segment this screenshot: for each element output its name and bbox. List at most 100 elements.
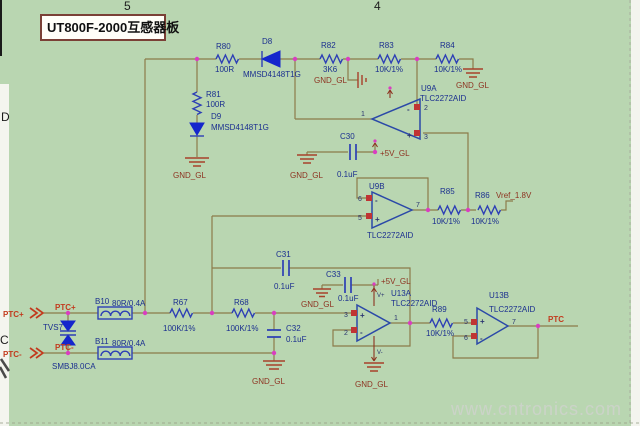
resistor-r80 [215, 53, 240, 65]
u9a-vminus-arrow [372, 142, 378, 148]
u9a-pin3-label: 3 [424, 134, 428, 141]
u9a-value-label: TLC2272AID [420, 94, 466, 103]
resistor-r82 [319, 53, 344, 65]
u13b-pin7-label: 7 [512, 319, 516, 326]
tvs-diode-tvs7 [60, 320, 76, 346]
u13a-plus-mark: + [360, 311, 365, 320]
vref-label: Vref_1.8V [496, 191, 532, 200]
ptc-plus-connector-label: PTC+ [3, 310, 24, 319]
u9b-value-label: TLC2272AID [367, 231, 413, 240]
u9b-minus-mark: - [375, 196, 378, 205]
r84-value-label: 10K/1% [434, 65, 462, 74]
resistor-r85 [437, 204, 462, 216]
u9b-plus-mark: + [375, 215, 380, 224]
opamp-u13b [476, 306, 510, 346]
p5v-label-bottom: +5V_GL [381, 277, 411, 286]
ptc-plus-connector-chevrons [29, 307, 45, 319]
gnd-symbol-c33 [313, 288, 331, 298]
ptc-minus-connector-label: PTC- [3, 350, 22, 359]
u9a-ref-label: U9A [421, 84, 437, 93]
title-block: UT800F-2000互感器板 [40, 14, 180, 41]
tvs7-value-label: SMBJ8.0CA [52, 362, 96, 371]
gnd-symbol-r83-junction [357, 72, 367, 88]
u13b-pin5-label: 5 [464, 319, 468, 326]
r82-ref-label: R82 [321, 41, 336, 50]
bottom-left-smudge [0, 358, 11, 379]
r85-ref-label: R85 [440, 187, 455, 196]
c30-ref-label: C30 [340, 132, 355, 141]
u9a-minus-mark: - [407, 105, 410, 114]
opamps [351, 97, 510, 346]
b11-ref-label: B11 [95, 337, 109, 346]
gnd-symbol-r84 [463, 68, 483, 78]
u13a-vminus-arrow [371, 336, 377, 362]
u13a-pin3-label: 3 [344, 312, 348, 319]
gnd-symbol-d9 [185, 157, 209, 167]
diode-d9 [189, 122, 205, 137]
r82-value-label: 3K6 [323, 65, 338, 74]
u13a-vminus-label: V- [377, 350, 383, 356]
diodes [60, 50, 281, 346]
d9-value-label: MMSD4148T1G [211, 123, 269, 132]
gnd-label-c32: GND_GL [252, 377, 285, 386]
capacitors [267, 144, 357, 338]
u13a-vplus-label: V+ [377, 293, 385, 299]
top-left-edge-mark [0, 0, 2, 56]
u13a-pin2-label: 2 [344, 330, 348, 337]
opamp-u9a [370, 97, 421, 141]
b10-ref-label: B10 [95, 297, 110, 306]
r67-ref-label: R67 [173, 298, 188, 307]
title-box [40, 14, 166, 41]
opamp-u13a [356, 303, 392, 343]
capacitor-c32 [267, 329, 281, 338]
u13b-minus-mark: - [480, 334, 483, 343]
grid-row-d: D [1, 110, 10, 124]
pin-labels: 2 3 1 - + 6 5 7 - + 3 2 1 + - 5 6 7 + - … [344, 105, 516, 356]
grid-row-c: C [0, 333, 9, 347]
bead-b10 [97, 306, 133, 320]
gnd-symbol-u13a [364, 362, 384, 372]
r83-ref-label: R83 [379, 41, 394, 50]
r86-ref-label: R86 [475, 191, 490, 200]
c33-value-label: 0.1uF [338, 294, 359, 303]
d9-ref-label: D9 [211, 112, 222, 121]
diode-d8 [260, 50, 281, 68]
right-margin-strip [631, 0, 640, 426]
r89-ref-label: R89 [432, 305, 447, 314]
power-pins [371, 89, 393, 362]
b11-value-label: 80R/0.4A [112, 339, 146, 348]
gnd-symbol-c30 [297, 154, 317, 164]
u13a-vplus-arrow [371, 285, 377, 306]
ground-symbols [185, 68, 483, 372]
resistor-r68 [231, 307, 256, 319]
u9a-pin2-label: 2 [424, 105, 428, 112]
p5v-label-top: +5V_GL [380, 149, 410, 158]
resistors [169, 53, 502, 329]
r85-value-label: 10K/1% [432, 217, 460, 226]
gnd-label-c33: GND_GL [301, 300, 334, 309]
u9a-pin1-label: 1 [361, 111, 365, 118]
gnd-label-r84: GND_GL [456, 81, 489, 90]
u13a-minus-mark: - [360, 328, 363, 337]
resistor-r84 [435, 53, 460, 65]
c30-value-label: 0.1uF [337, 170, 358, 179]
c32-value-label: 0.1uF [286, 335, 307, 344]
capacitor-c33 [344, 277, 352, 293]
u13b-pin6-label: 6 [464, 335, 468, 342]
capacitor-c30 [349, 144, 357, 160]
gnd-label-r83-junction: GND_GL [314, 76, 347, 85]
tvs7-ref-label: TVS7 [43, 323, 64, 332]
r84-ref-label: R84 [440, 41, 455, 50]
junction-dots [65, 56, 541, 356]
c33-ref-label: C33 [326, 270, 341, 279]
ptc-plus-net-label: PTC+ [55, 303, 76, 312]
c31-value-label: 0.1uF [274, 282, 295, 291]
bead-b11 [97, 346, 133, 360]
net-labels: GND_GL GND_GL GND_GL GND_GL GND_GL GND_G… [3, 76, 564, 389]
u13a-pin1-label: 1 [394, 315, 398, 322]
r81-ref-label: R81 [206, 90, 221, 99]
page-title: UT800F-2000互感器板 [47, 20, 180, 35]
r80-ref-label: R80 [216, 42, 231, 51]
capacitor-c31 [282, 260, 290, 276]
